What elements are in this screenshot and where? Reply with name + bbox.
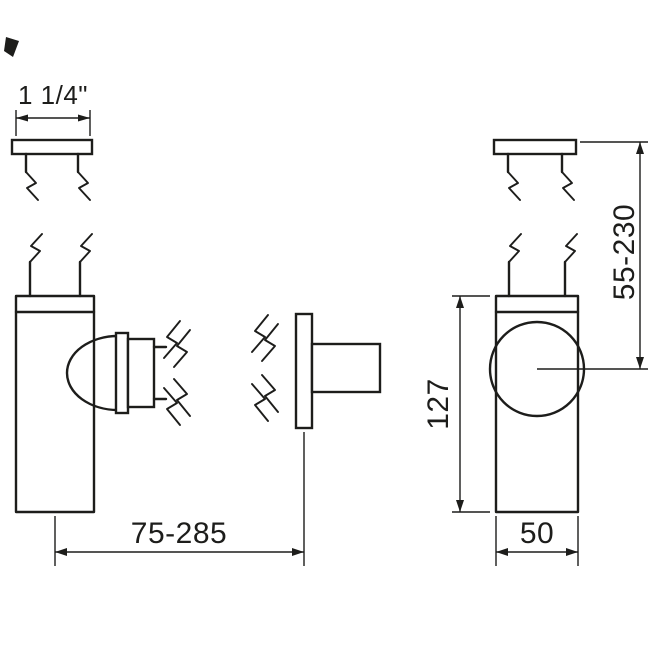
pipe-break-mark: [251, 314, 269, 353]
pipe-break-mark: [564, 233, 578, 263]
pipe-break-mark: [261, 374, 279, 413]
pipe-break-mark: [507, 171, 521, 201]
trap-body-outline: [494, 294, 580, 514]
pipe-break-mark: [251, 383, 269, 422]
pipe-break-mark: [77, 171, 91, 201]
pipe-break-mark: [261, 323, 279, 362]
arrowhead-up: [636, 142, 644, 154]
arrowhead-right: [566, 548, 578, 556]
arrowhead-left: [496, 548, 508, 556]
wall-pipe: [310, 342, 382, 394]
arrowhead-left: [16, 114, 28, 122]
dimension-wall-distance: 75-285: [54, 432, 305, 566]
pipe-break-mark: [25, 171, 39, 201]
outlet-flange: [114, 331, 130, 415]
arrowhead-up: [456, 296, 464, 308]
inlet-flange-detail-left: [10, 138, 94, 201]
flange-plate: [10, 138, 94, 156]
pipe-break-mark: [508, 233, 522, 263]
outlet-assembly: [65, 331, 168, 415]
trap-body-outline: [14, 294, 96, 514]
dimension-thread-size: 1 1/4": [15, 80, 91, 136]
arrowhead-left: [55, 548, 67, 556]
dim-label-inlet-height: 55-230: [608, 204, 641, 300]
pipe-break-mark: [173, 378, 191, 417]
pipe-break-mark: [163, 387, 181, 426]
wall-flange-and-pipe: [294, 312, 382, 430]
wall-flange-plate: [294, 312, 314, 430]
arrowhead-right: [292, 548, 304, 556]
front-view-trap: [488, 233, 586, 514]
flange-plate: [492, 138, 578, 156]
pipe-break-mark: [561, 171, 575, 201]
pipe-break-mark: [173, 329, 191, 368]
arrowhead-down: [636, 357, 644, 369]
dim-label-thread-size: 1 1/4": [18, 80, 88, 110]
dimension-trap-height: 127: [422, 295, 490, 513]
pipe-break-mark: [79, 233, 93, 263]
outlet-break-marks: [163, 320, 191, 426]
arrowhead-down: [456, 500, 464, 512]
dim-label-trap-height: 127: [422, 378, 455, 430]
side-view-trap: [14, 233, 96, 514]
arrowhead-right: [78, 114, 90, 122]
dimension-inlet-height: 55-230: [537, 141, 648, 370]
dim-label-wall-distance: 75-285: [131, 517, 227, 550]
dim-label-trap-width: 50: [520, 517, 554, 550]
trap-cup-arc: [65, 334, 120, 412]
pipe-break-mark: [163, 320, 181, 359]
outlet-nut: [126, 337, 156, 409]
corner-mark: [4, 37, 19, 57]
wall-break-marks: [251, 314, 279, 422]
pipe-break-mark: [29, 233, 43, 263]
inlet-flange-detail-right: [492, 138, 578, 201]
dimension-trap-width: 50: [495, 516, 579, 566]
